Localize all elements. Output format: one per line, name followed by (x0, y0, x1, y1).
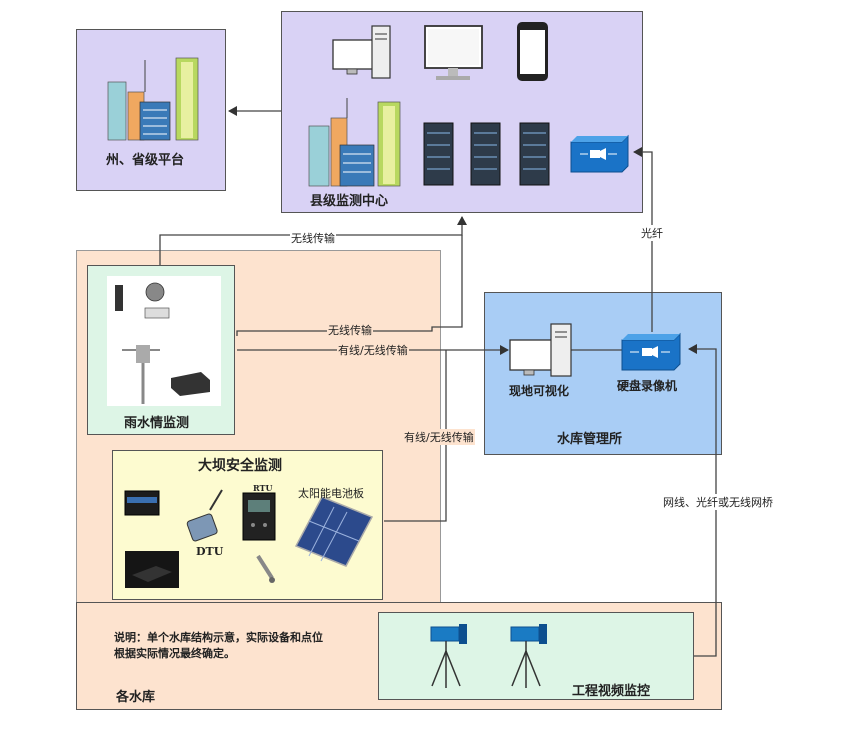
monitor-icon (424, 25, 483, 80)
desktop-computer-icon (332, 25, 391, 79)
dam-safety-label: 大坝安全监测 (198, 458, 282, 474)
video-switch-icon (570, 134, 629, 173)
battery-icon (124, 490, 160, 516)
dam-wireless-line (236, 235, 463, 336)
rtu-device-icon (242, 492, 276, 541)
link-label-wired-wireless-2: 有线/无线传输 (403, 429, 475, 445)
nvr-label: 硬盘录像机 (617, 379, 678, 393)
dtu-label: DTU (196, 545, 224, 558)
gateway-device-icon (125, 551, 179, 588)
link-label-fiber: 光纤 (640, 225, 664, 241)
note-line-1: 说明：单个水库结构示意，实际设备和点位 (114, 631, 323, 644)
note-line-2: 根据实际情况最终确定。 (114, 647, 235, 660)
rtu-label: RTU (253, 483, 273, 493)
camera-icon (510, 624, 547, 688)
camera-icon (430, 624, 467, 688)
reservoirs-label: 各水库 (116, 690, 156, 705)
county-center-label: 县级监测中心 (310, 194, 389, 209)
county-buildings-icon (308, 98, 401, 187)
link-label-wireless-top: 无线传输 (290, 230, 336, 246)
nvr-to-county-fiber-line (633, 147, 653, 332)
provincial-buildings-icon (107, 57, 199, 141)
rain-monitoring-label: 雨水情监测 (124, 416, 190, 431)
link-label-wireless-mid: 无线传输 (327, 322, 373, 338)
mobile-phone-icon (517, 22, 548, 81)
video-monitoring-label: 工程视频监控 (572, 684, 651, 699)
pressure-sensor-icon (256, 554, 275, 583)
provincial-platform-label: 州、省级平台 (106, 153, 185, 168)
dtu-device-icon (186, 489, 223, 542)
visualization-label: 现地可视化 (509, 384, 570, 398)
dam-to-mgmt-line (384, 350, 447, 522)
solar-panel-label: 太阳能电池板 (298, 487, 364, 500)
management-label: 水库管理所 (557, 432, 623, 447)
rain-station-icon (115, 282, 210, 404)
nvr-icon (621, 332, 681, 371)
server-icon (423, 122, 550, 186)
link-label-wired-wireless-1: 有线/无线传输 (337, 342, 409, 358)
visualization-pc-icon (509, 323, 572, 377)
solar-panel-icon (294, 496, 374, 567)
link-label-network: 网线、光纤或无线网桥 (662, 494, 774, 510)
